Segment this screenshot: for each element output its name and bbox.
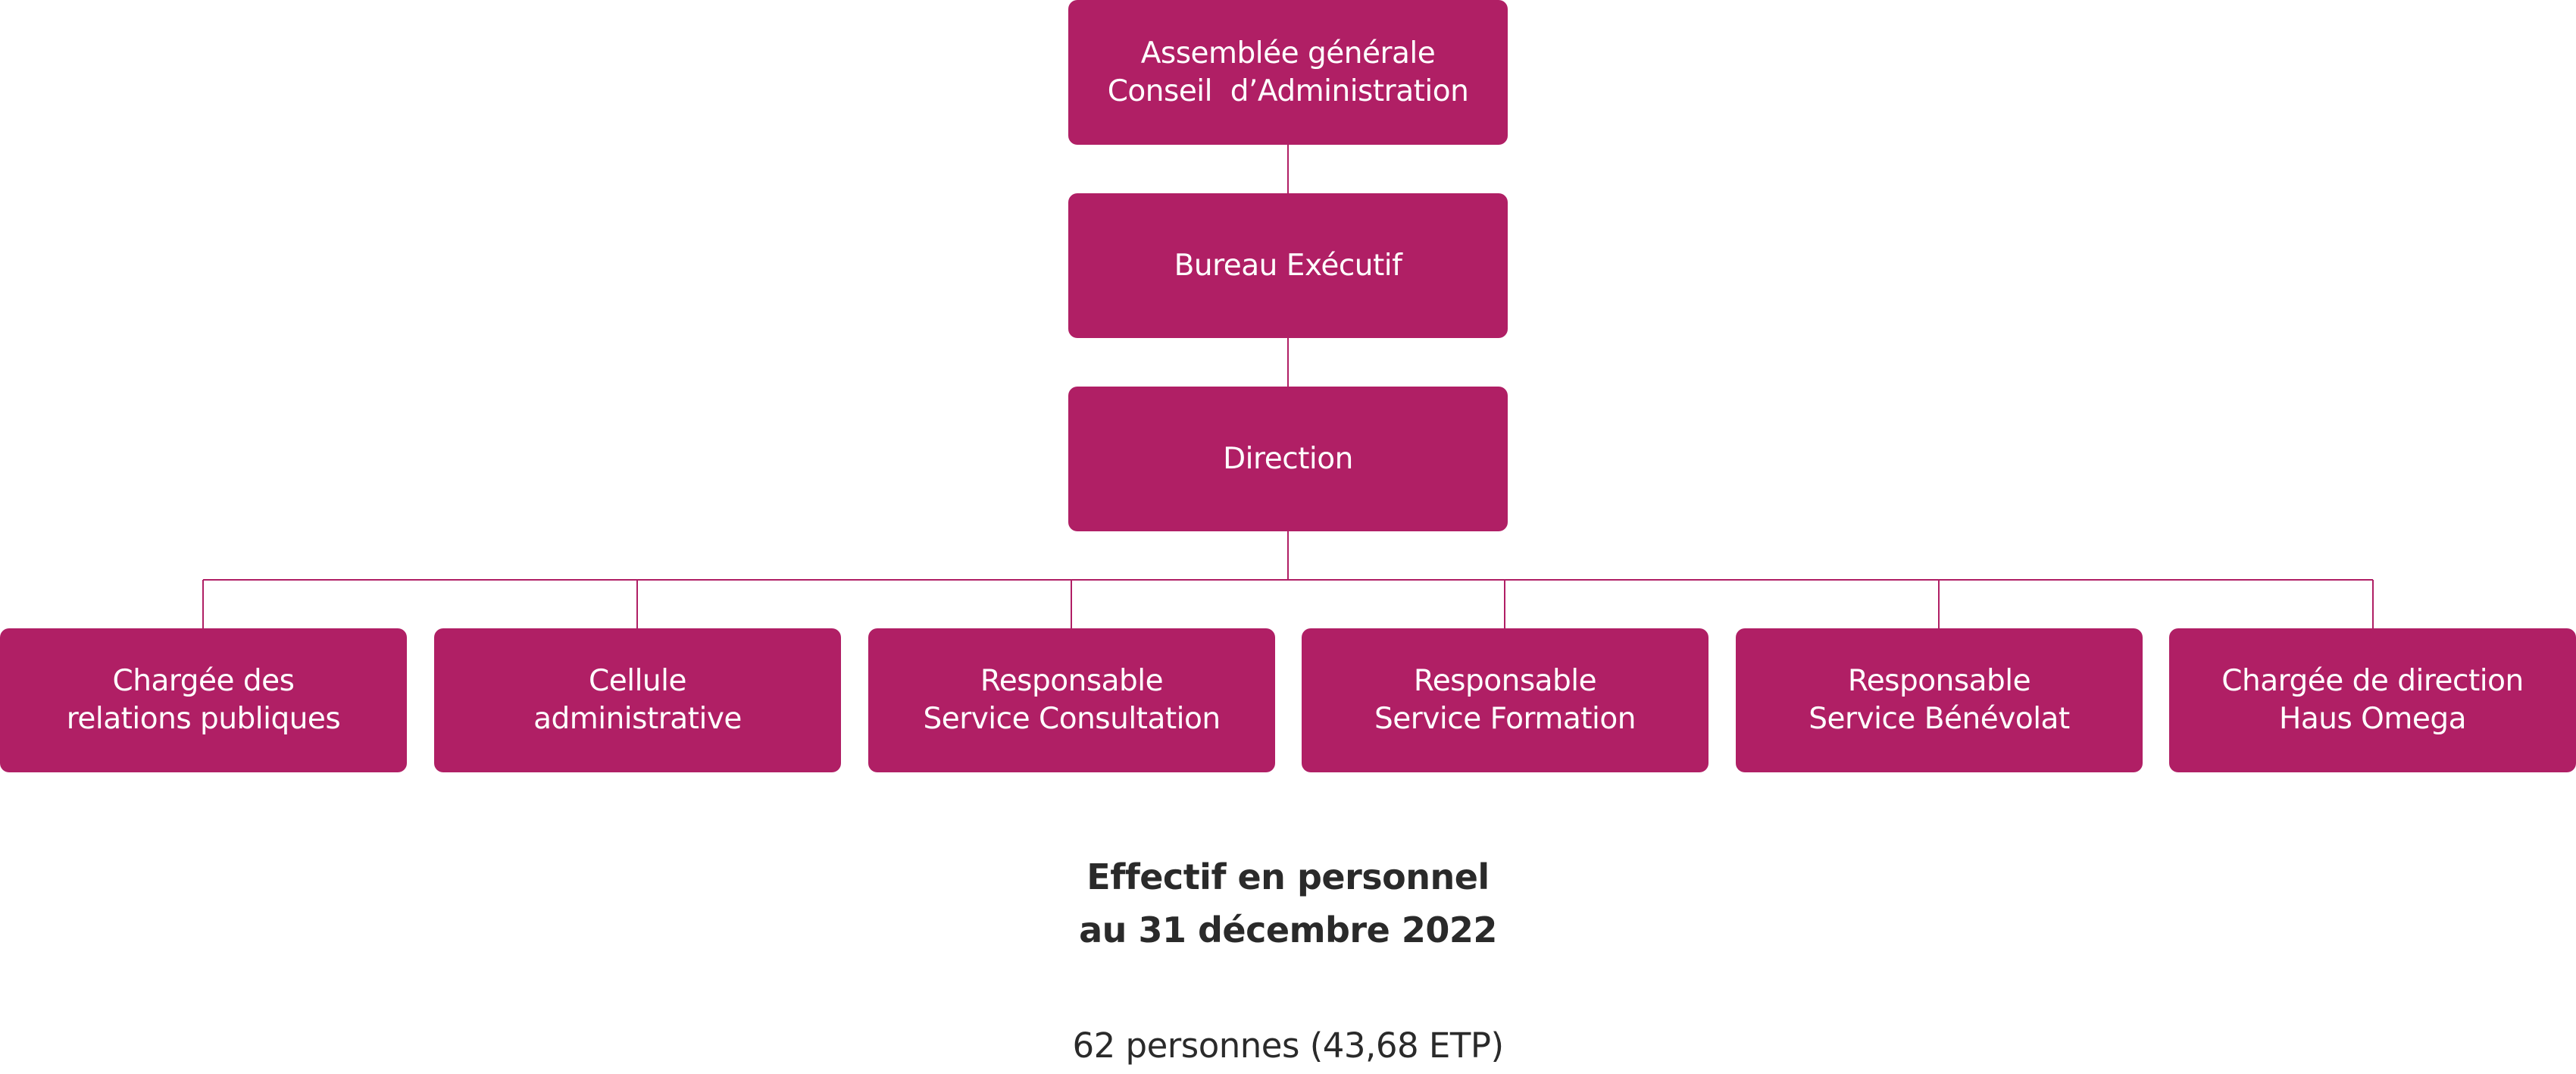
node-label-line2: Conseil d’Administration (1107, 74, 1469, 108)
node-label-line2: administrative (533, 702, 742, 736)
node-label-line2: Haus Omega (2279, 702, 2467, 736)
staff-summary-title-line1: Effectif en personnel (1086, 856, 1490, 897)
staff-count: 62 personnes (43,68 ETP) (1072, 1025, 1504, 1066)
node-label-line1: Responsable (1847, 664, 2031, 698)
node-service-formation: Responsable Service Formation (1302, 628, 1708, 772)
node-label-line1: Chargée de direction (2221, 664, 2524, 698)
node-label-line2: Service Formation (1374, 702, 1636, 736)
node-service-benevolat: Responsable Service Bénévolat (1736, 628, 2143, 772)
node-label-line1: Responsable (1413, 664, 1597, 698)
node-cellule-administrative: Cellule administrative (434, 628, 841, 772)
node-label-line1: Chargée des (112, 664, 295, 698)
node-label-line2: Service Consultation (923, 702, 1221, 736)
node-label-line1: Responsable (980, 664, 1164, 698)
node-label-line1: Assemblée générale (1140, 36, 1436, 70)
node-service-consultation: Responsable Service Consultation (868, 628, 1275, 772)
node-label: Bureau Exécutif (1174, 248, 1402, 283)
node-assemblee-conseil: Assemblée générale Conseil d’Administrat… (1068, 0, 1508, 145)
staff-summary-title: Effectif en personnel au 31 décembre 202… (909, 850, 1667, 957)
node-label-line1: Cellule (589, 664, 686, 698)
node-relations-publiques: Chargée des relations publiques (0, 628, 407, 772)
node-haus-omega: Chargée de direction Haus Omega (2169, 628, 2576, 772)
node-label-line2: relations publiques (66, 702, 341, 736)
staff-summary-title-line2: au 31 décembre 2022 (1079, 910, 1497, 950)
node-label: Direction (1223, 441, 1353, 476)
node-direction: Direction (1068, 387, 1508, 531)
node-bureau-executif: Bureau Exécutif (1068, 193, 1508, 338)
node-label-line2: Service Bénévolat (1809, 702, 2070, 736)
